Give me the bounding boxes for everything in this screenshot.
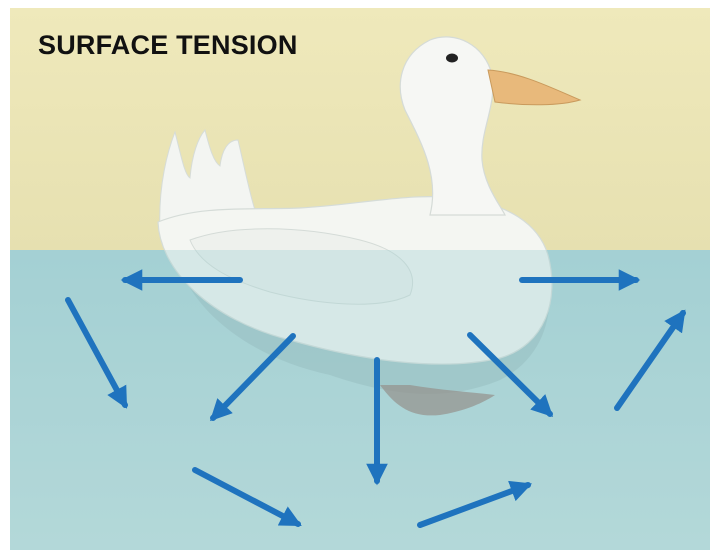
page-title: SURFACE TENSION	[38, 30, 298, 61]
